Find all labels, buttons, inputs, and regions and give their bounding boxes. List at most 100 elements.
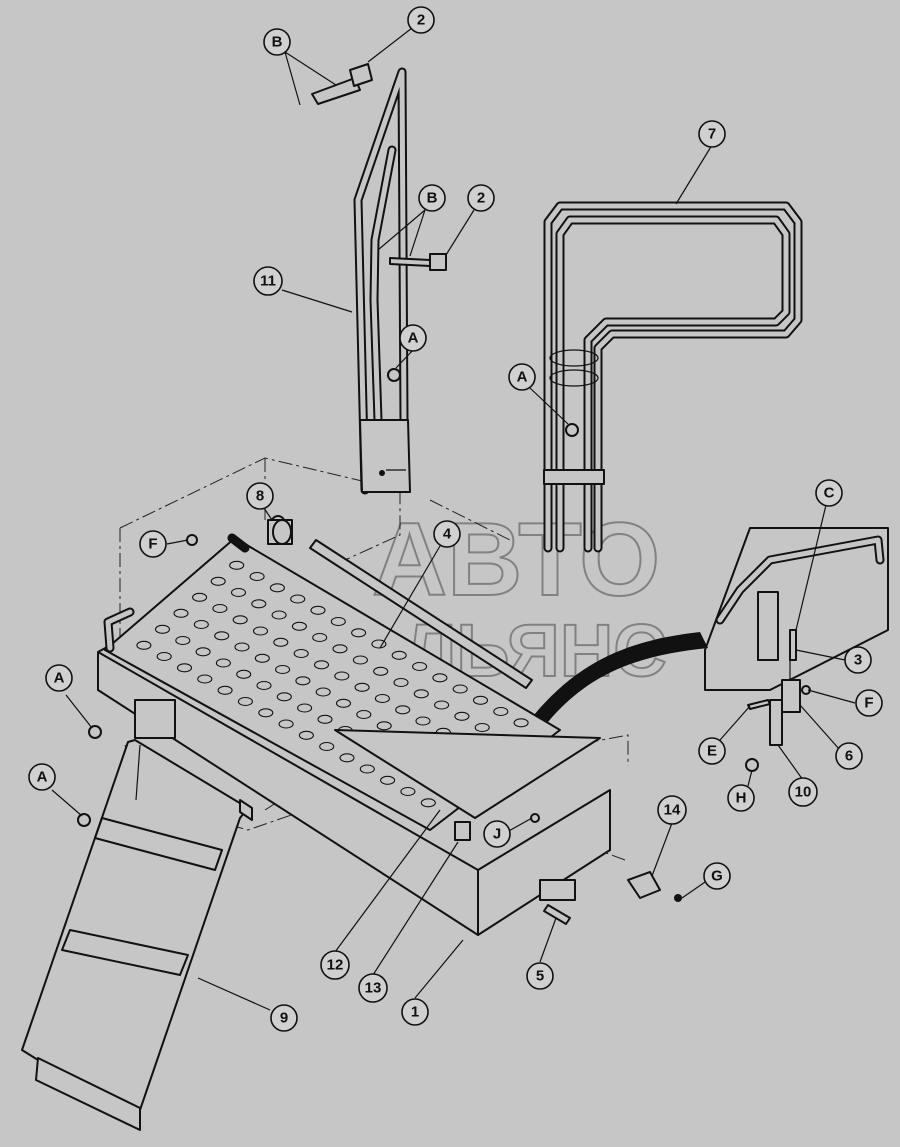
callout-2-top: 2	[407, 6, 435, 34]
callout-a-11: A	[399, 324, 427, 352]
callout-a-left1: A	[45, 664, 73, 692]
svg-text:F: F	[148, 536, 157, 553]
plate-hole	[230, 587, 247, 598]
bolt-part-2-top	[311, 63, 373, 105]
svg-text:B: B	[427, 190, 438, 207]
plate-hole	[452, 684, 468, 694]
plate-hole	[234, 642, 250, 652]
svg-text:G: G	[711, 868, 723, 885]
plate-hole	[291, 621, 307, 631]
plate-hole	[334, 671, 350, 681]
ladder-part-9	[21, 739, 253, 1131]
callout-a-left2: A	[28, 763, 56, 791]
plate-hole	[339, 753, 355, 763]
handrail-part-7	[543, 201, 803, 553]
watermark: АВТО АЛЬЯНС	[349, 501, 668, 693]
svg-text:3: 3	[854, 652, 862, 669]
svg-text:B: B	[272, 34, 283, 51]
callout-6: 6	[835, 742, 863, 770]
pin-part-5	[543, 904, 571, 925]
plate-hole	[373, 666, 389, 676]
plate-hole	[269, 583, 285, 593]
plate-hole	[251, 599, 267, 609]
svg-text:5: 5	[536, 968, 544, 985]
plate-hole	[215, 658, 231, 668]
callout-11: 11	[253, 266, 283, 296]
callout-a-7: A	[508, 363, 536, 391]
plate-hole	[156, 651, 172, 662]
callout-13: 13	[358, 973, 388, 1003]
callout-7: 7	[698, 120, 726, 148]
svg-text:10: 10	[795, 784, 812, 801]
plate-hole	[195, 647, 211, 657]
plate-hole	[237, 696, 253, 707]
callout-b-top: B	[263, 28, 291, 56]
callout-8: 8	[246, 482, 274, 510]
plate-hole	[420, 798, 436, 808]
callout-b-mid: B	[418, 184, 446, 212]
svg-text:J: J	[493, 826, 501, 843]
svg-text:A: A	[37, 769, 48, 786]
plate-hole	[252, 626, 269, 636]
rod-part-4	[309, 539, 533, 689]
svg-text:9: 9	[280, 1010, 288, 1027]
plate-hole	[275, 664, 291, 675]
plate-hole	[271, 610, 287, 620]
svg-text:7: 7	[708, 126, 716, 143]
plate-hole	[312, 632, 328, 643]
plate-hole	[210, 576, 226, 586]
plate-hole	[354, 682, 370, 692]
plate-hole	[391, 650, 407, 660]
plate-hole	[236, 669, 252, 679]
svg-text:A: A	[54, 670, 65, 687]
plate-hole	[193, 619, 209, 630]
plate-hole	[290, 594, 306, 604]
plate-hole	[176, 663, 193, 673]
plate-hole	[513, 718, 529, 728]
fasteners	[77, 368, 811, 827]
svg-text:F: F	[864, 695, 873, 712]
plate-hole	[335, 698, 352, 708]
svg-text:2: 2	[477, 190, 485, 207]
svg-text:11: 11	[260, 273, 276, 290]
plate-hole	[432, 673, 448, 683]
plate-hole	[273, 637, 289, 647]
plate-hole	[254, 653, 270, 663]
plate-hole	[175, 635, 191, 646]
callout-4: 4	[433, 520, 461, 548]
inset-arc-pointer	[534, 632, 708, 722]
plate-hole	[371, 639, 387, 649]
plate-hole	[380, 775, 396, 785]
bolt-part-2-mid	[389, 253, 447, 271]
svg-text:A: A	[408, 330, 419, 347]
plate-hole	[197, 674, 213, 684]
plate-hole	[472, 695, 489, 705]
plate-hole	[352, 655, 368, 665]
mirror-bracket-inset	[704, 527, 889, 746]
plate-hole	[154, 624, 171, 634]
svg-text:13: 13	[365, 980, 382, 997]
plate-hole	[454, 711, 470, 721]
plate-hole	[276, 692, 292, 702]
callout-h: H	[727, 784, 755, 812]
plate-hole	[319, 741, 335, 752]
callout-f-right: F	[855, 689, 883, 717]
plate-hole	[374, 693, 390, 704]
svg-text:2: 2	[417, 12, 425, 29]
plate-hole	[434, 700, 450, 710]
plate-hole	[400, 786, 416, 797]
plate-hole	[214, 631, 230, 641]
plate-hole	[256, 680, 272, 691]
plate-hole	[229, 560, 245, 570]
leader-lines	[51, 27, 856, 1011]
watermark-line1: АВТО	[372, 502, 660, 618]
plate-hole	[359, 764, 375, 774]
plate-hole	[217, 685, 233, 695]
plate-hole	[249, 571, 265, 582]
callout-12: 12	[320, 950, 350, 980]
latch-part-14	[627, 871, 682, 902]
plate-hole	[212, 603, 228, 614]
svg-text:E: E	[707, 743, 717, 760]
